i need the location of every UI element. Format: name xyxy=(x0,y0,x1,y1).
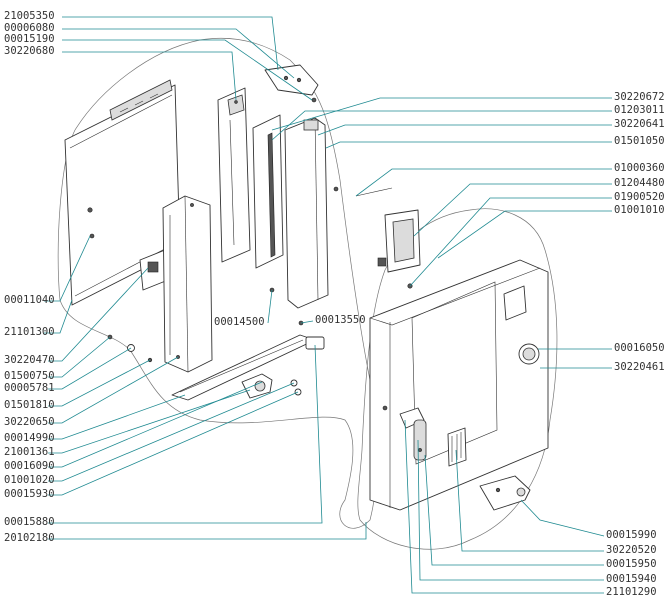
label-00015940: 00015940 xyxy=(606,573,657,585)
label-21001361: 21001361 xyxy=(4,446,55,458)
label-00015880: 00015880 xyxy=(4,516,55,528)
channel-30220672 xyxy=(252,114,284,293)
assembly-outline-right xyxy=(357,208,558,550)
top-bracket-21005350 xyxy=(264,64,319,103)
frame-30220650 xyxy=(162,195,213,373)
label-20102180: 20102180 xyxy=(4,532,55,544)
label-01501810: 01501810 xyxy=(4,399,55,411)
label-21101300: 21101300 xyxy=(4,326,55,338)
label-00015990: 00015990 xyxy=(606,529,657,541)
side-panel-30220680 xyxy=(217,87,251,263)
label-00015930: 00015930 xyxy=(4,488,55,500)
label-30220672: 30220672 xyxy=(614,91,665,103)
label-00013550: 00013550 xyxy=(315,314,366,326)
label-01204480: 01204480 xyxy=(614,177,665,189)
label-00015190: 00015190 xyxy=(4,33,55,45)
label-30220470: 30220470 xyxy=(4,354,55,366)
label-00011040: 00011040 xyxy=(4,294,55,306)
label-01900520: 01900520 xyxy=(614,191,665,203)
back-panel xyxy=(64,79,181,306)
label-00016050: 00016050 xyxy=(614,342,665,354)
label-01501050: 01501050 xyxy=(614,135,665,147)
leader-lines xyxy=(44,16,612,594)
label-21101290: 21101290 xyxy=(606,586,657,598)
front-door-20102180 xyxy=(369,259,549,511)
label-30220641: 30220641 xyxy=(614,118,665,130)
label-01001020: 01001020 xyxy=(4,474,55,486)
label-01000360: 01000360 xyxy=(614,162,665,174)
display-unit-01000360 xyxy=(355,187,421,289)
label-01203011: 01203011 xyxy=(614,104,665,116)
label-30220650: 30220650 xyxy=(4,416,55,428)
bottom-hinge-00015990 xyxy=(479,475,531,511)
label-00006080: 00006080 xyxy=(4,22,55,34)
label-00005781: 00005781 xyxy=(4,382,55,394)
bracket-30220470 xyxy=(139,249,169,291)
label-30220520: 30220520 xyxy=(606,544,657,556)
label-00015950: 00015950 xyxy=(606,558,657,570)
channel-30220641 xyxy=(284,117,329,309)
label-21005350: 21005350 xyxy=(4,10,55,22)
label-30220680: 30220680 xyxy=(4,45,55,57)
label-00014990: 00014990 xyxy=(4,432,55,444)
label-00016090: 00016090 xyxy=(4,460,55,472)
label-30220461: 30220461 xyxy=(614,361,665,373)
assembly-outline-left xyxy=(57,37,378,529)
small-hardware xyxy=(107,186,339,396)
label-00014500: 00014500 xyxy=(214,316,265,328)
label-01500750: 01500750 xyxy=(4,370,55,382)
label-01001010: 01001010 xyxy=(614,204,665,216)
